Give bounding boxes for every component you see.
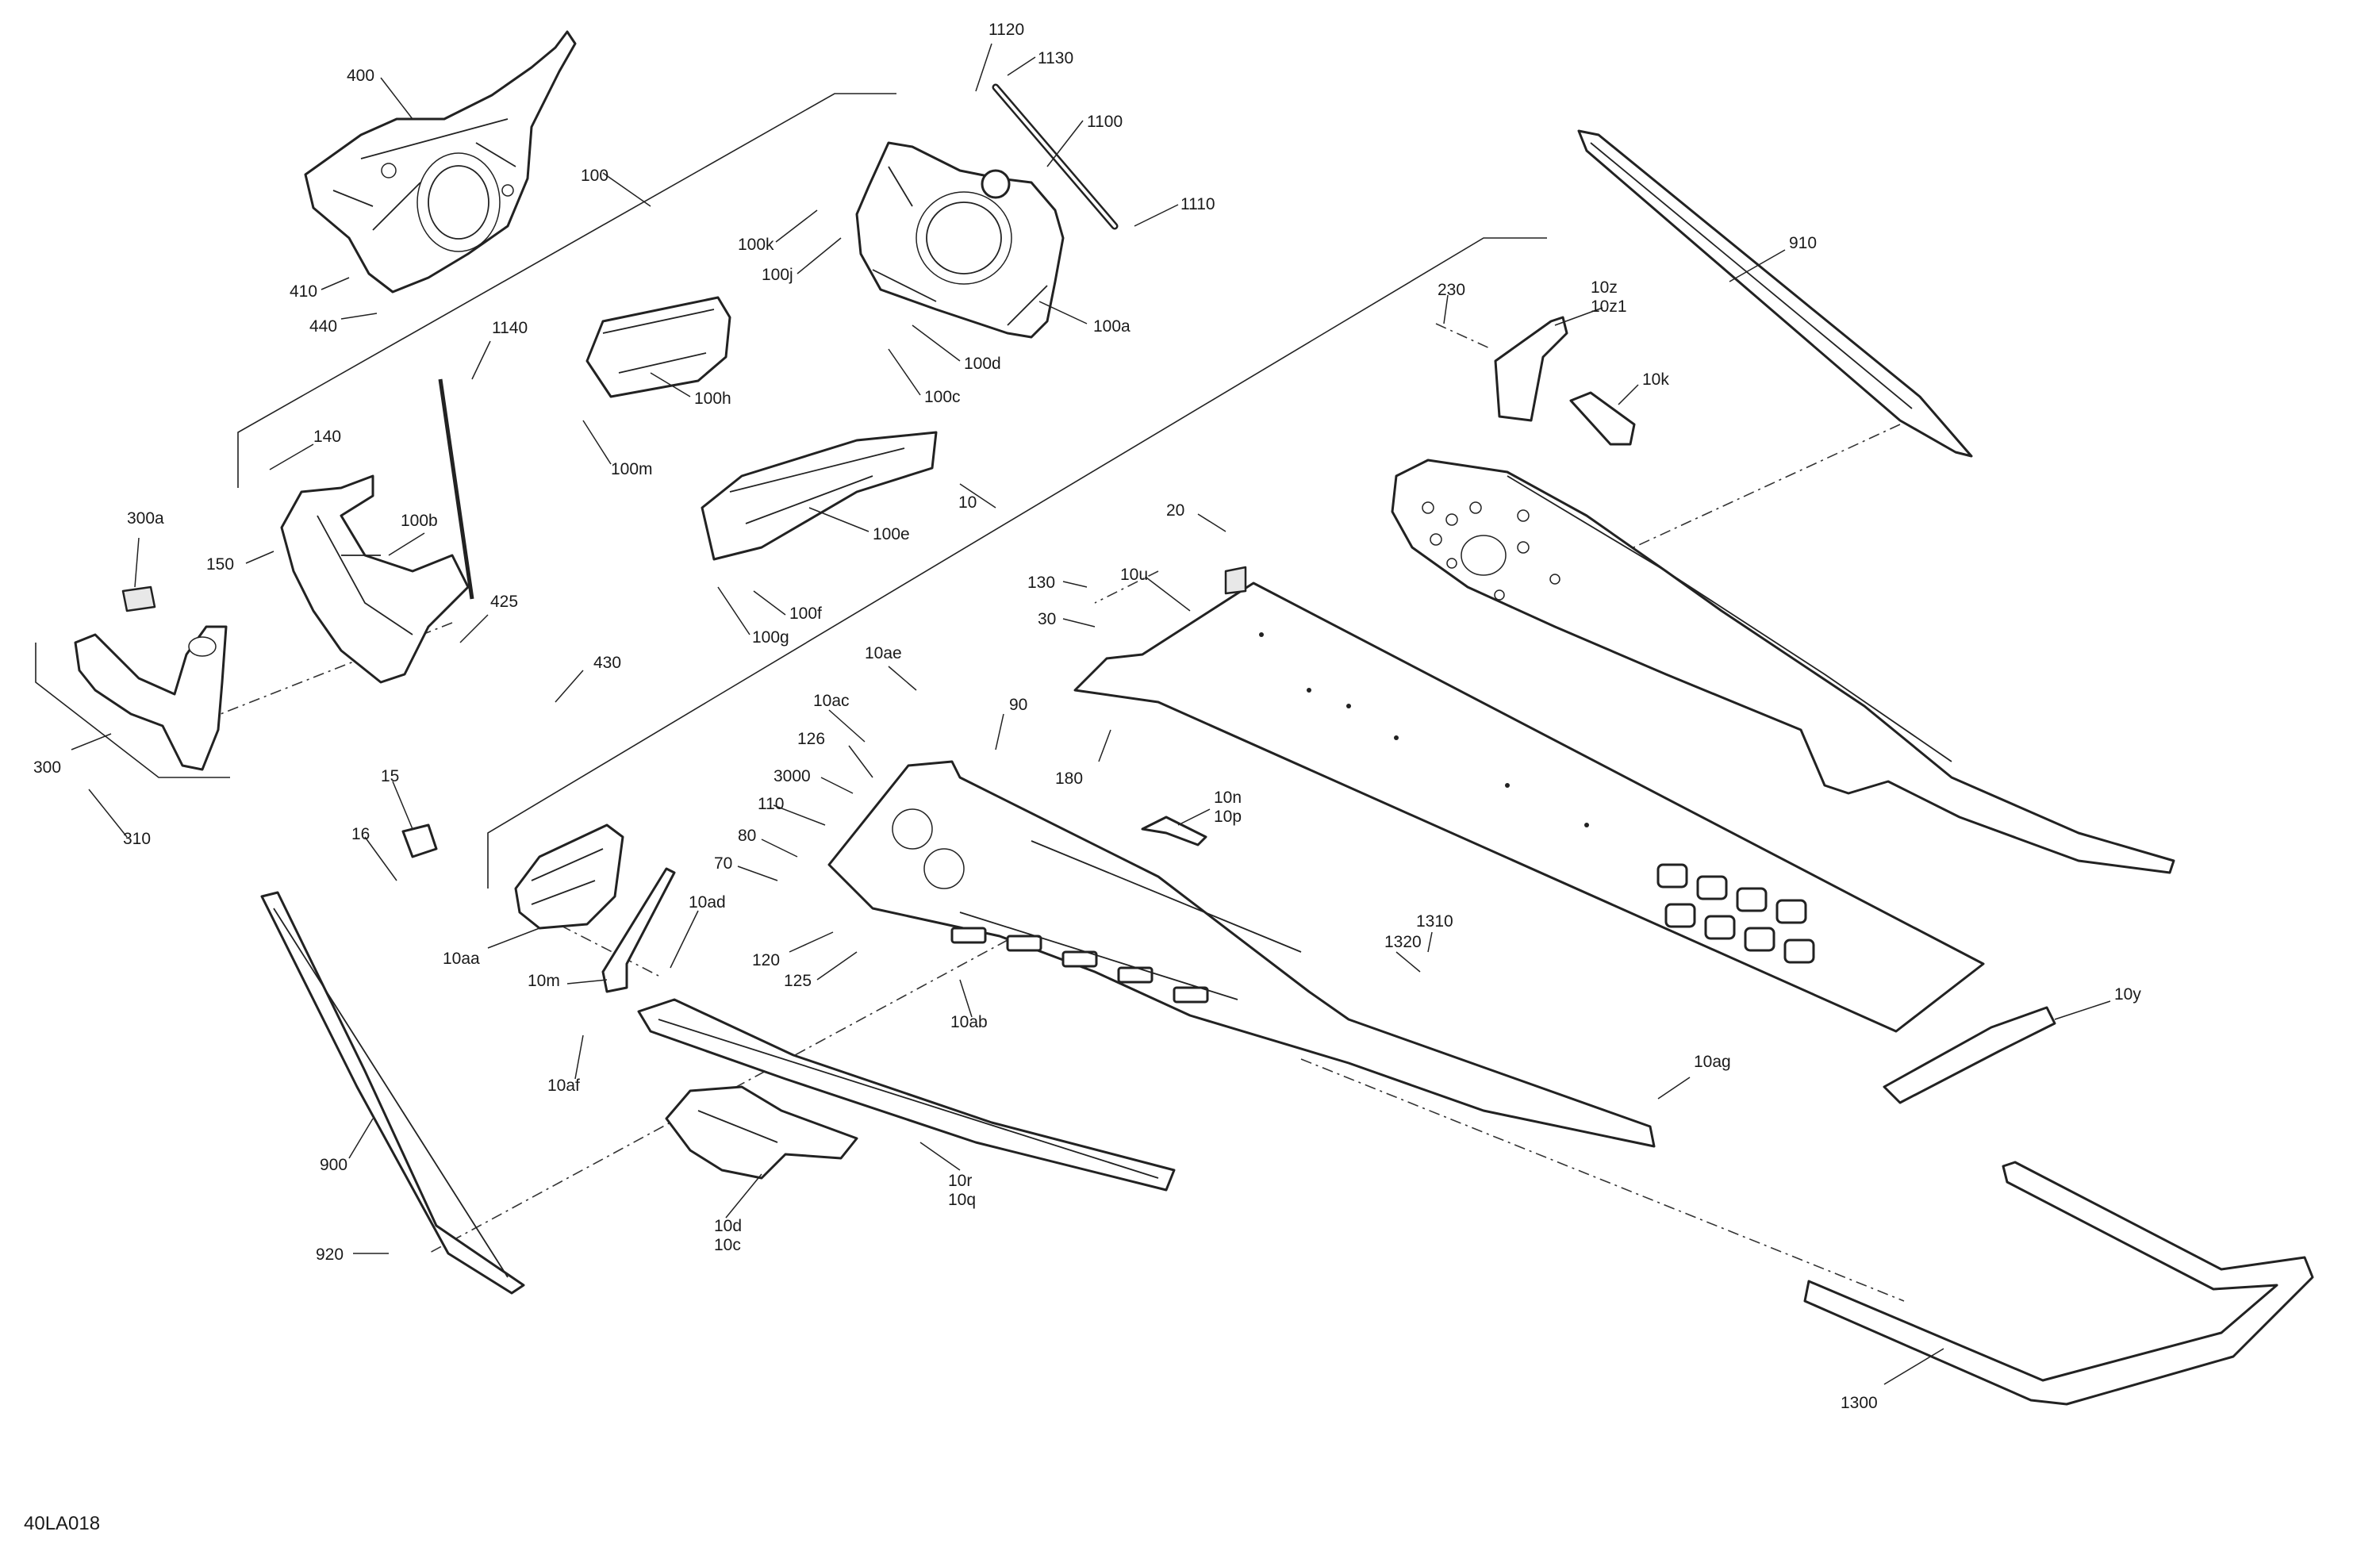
callout-100g: 100g — [752, 628, 789, 647]
callout-150: 150 — [206, 555, 234, 574]
callout-16: 16 — [351, 825, 370, 843]
callout-100c: 100c — [924, 388, 961, 406]
callout-100m: 100m — [611, 460, 653, 478]
callout-400: 400 — [347, 67, 374, 85]
callout-1130: 1130 — [1038, 49, 1073, 67]
callout-10c: 10c — [714, 1236, 741, 1254]
callout-300: 300 — [33, 758, 61, 777]
callout-1320: 1320 — [1384, 933, 1422, 951]
callout-100: 100 — [581, 167, 608, 185]
part-10r-running-board — [637, 998, 1176, 1192]
part-10y-bracket — [1883, 1006, 2056, 1104]
callout-10ae: 10ae — [865, 644, 902, 662]
callout-310: 310 — [123, 830, 151, 848]
callout-80: 80 — [738, 827, 756, 845]
callout-3000: 3000 — [774, 767, 811, 785]
callout-180: 180 — [1055, 770, 1083, 788]
callout-1140: 1140 — [492, 319, 528, 337]
callout-100e: 100e — [873, 525, 910, 543]
callout-120: 120 — [752, 951, 780, 969]
callout-10d: 10d — [714, 1217, 742, 1235]
callout-10ad: 10ad — [689, 893, 726, 912]
callout-130: 130 — [1027, 574, 1055, 592]
part-1140-rod — [438, 378, 474, 600]
callout-140: 140 — [313, 428, 341, 446]
callout-10z: 10z — [1591, 278, 1618, 297]
callout-10q: 10q — [948, 1191, 976, 1209]
callout-labels: 1120 1130 1100 1110 400 100 100k 100j 10… — [33, 21, 2141, 1412]
part-10u-tunnel-top — [1073, 566, 1985, 1033]
part-10d-footrest — [665, 1085, 858, 1180]
callout-910: 910 — [1789, 234, 1817, 252]
callout-100j: 100j — [762, 266, 793, 284]
callout-1110: 1110 — [1180, 195, 1215, 213]
callout-15: 15 — [381, 767, 399, 785]
callout-1310: 1310 — [1416, 912, 1453, 931]
callout-410: 410 — [290, 282, 317, 301]
callout-10aa: 10aa — [443, 950, 480, 968]
callout-300a: 300a — [127, 509, 164, 528]
part-300-spindle-bracket — [74, 625, 228, 771]
part-910-rail — [1577, 129, 1973, 458]
callout-10n: 10n — [1214, 789, 1242, 807]
callout-10k: 10k — [1642, 370, 1669, 389]
callout-90: 90 — [1009, 696, 1027, 714]
illustration-code: 40LA018 — [24, 1513, 100, 1534]
part-100a-upper-assembly — [855, 141, 1065, 339]
callout-10ag: 10ag — [1694, 1053, 1731, 1071]
callout-100k: 100k — [738, 236, 774, 254]
part-10n-bracket — [1141, 816, 1207, 846]
callout-10r: 10r — [948, 1172, 972, 1190]
callout-10u: 10u — [1120, 566, 1148, 584]
part-10m-support — [601, 867, 676, 993]
callout-230: 230 — [1438, 281, 1465, 299]
callout-440: 440 — [309, 317, 337, 336]
part-100e-bracket — [701, 431, 938, 561]
part-10aa-vent — [514, 823, 624, 930]
callout-1120: 1120 — [988, 21, 1024, 39]
callout-70: 70 — [714, 854, 732, 873]
callout-920: 920 — [316, 1246, 344, 1264]
part-10z-bracket — [1494, 316, 1636, 446]
part-tunnel-right-side — [1391, 459, 2175, 874]
callout-100h: 100h — [694, 390, 731, 408]
callout-10: 10 — [958, 493, 977, 512]
part-15-bumper — [401, 823, 438, 858]
tunnel-heat-exchanger-cutouts — [1656, 863, 1815, 964]
callout-125: 125 — [784, 972, 812, 990]
callout-20: 20 — [1166, 501, 1184, 520]
part-10ab-side-panel — [827, 760, 1656, 1148]
callout-100b: 100b — [401, 512, 438, 530]
callout-1100: 1100 — [1087, 113, 1123, 131]
callout-110: 110 — [758, 795, 784, 813]
callout-10ac: 10ac — [813, 692, 850, 710]
part-300a-cap — [121, 585, 156, 612]
part-400-front-frame — [304, 30, 577, 294]
callout-10y: 10y — [2114, 985, 2141, 1004]
callout-10m: 10m — [528, 972, 560, 990]
callout-30: 30 — [1038, 610, 1056, 628]
callout-10p: 10p — [1214, 808, 1242, 826]
callout-900: 900 — [320, 1156, 347, 1174]
callout-100d: 100d — [964, 355, 1001, 373]
callout-10ab: 10ab — [950, 1013, 988, 1031]
assembly-frames — [35, 93, 1547, 889]
callout-430: 430 — [593, 654, 621, 672]
callout-425: 425 — [490, 593, 518, 611]
part-100b-lower-frame — [280, 474, 470, 684]
part-1300-bumper — [1803, 1161, 2314, 1406]
part-900-rail — [260, 891, 525, 1295]
part-100h-plate — [585, 296, 731, 398]
callout-100f: 100f — [789, 605, 822, 623]
callout-1300: 1300 — [1841, 1394, 1878, 1412]
callout-10af: 10af — [547, 1077, 580, 1095]
callout-126: 126 — [797, 730, 825, 748]
callout-100a: 100a — [1093, 317, 1130, 336]
callout-10z1: 10z1 — [1591, 297, 1627, 316]
leader-lines — [71, 43, 2111, 1385]
